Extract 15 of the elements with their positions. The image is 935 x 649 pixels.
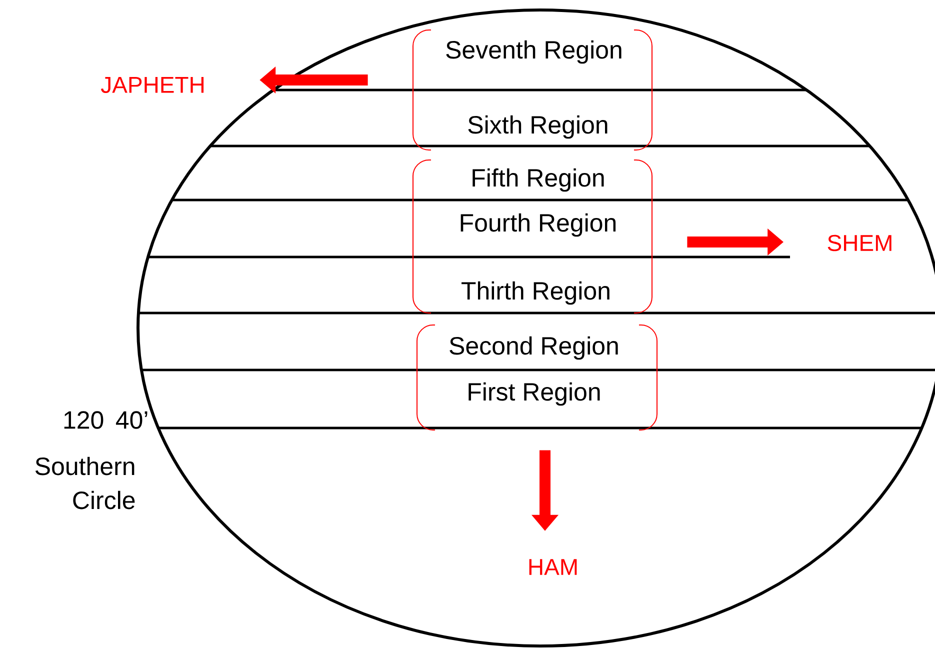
name-label: SHEM xyxy=(828,234,892,252)
region-label: Thirth Region xyxy=(462,281,610,305)
label: 120 40’ xyxy=(64,411,148,429)
label: Southern Circle xyxy=(35,456,135,510)
name-label: HAM xyxy=(529,559,577,575)
region-label: Seventh Region xyxy=(446,40,622,64)
region-label: Sixth Region xyxy=(468,115,608,139)
region-label: Fifth Region xyxy=(472,168,604,192)
bracket-group xyxy=(412,30,652,150)
name-label: JAPHETH xyxy=(100,76,204,94)
region-label: First Region xyxy=(468,382,600,406)
region-label: Second Region xyxy=(450,336,618,360)
bracket-group xyxy=(412,160,652,314)
bracket-group xyxy=(416,324,658,430)
region-label: Fourth Region xyxy=(460,213,616,237)
